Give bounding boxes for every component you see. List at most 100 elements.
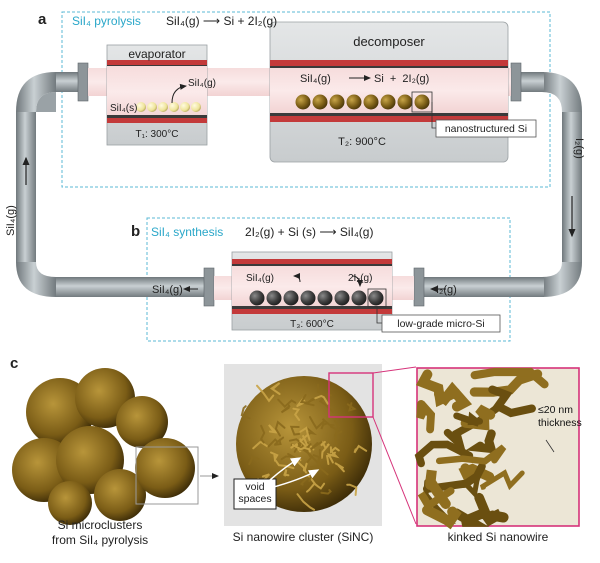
nanowire-strand: [320, 440, 327, 449]
nanowire-strand: [320, 489, 332, 495]
evaporator-solid: SiI₄(s): [110, 103, 137, 114]
nanowire-strand: [268, 424, 279, 434]
gas-loop-pipe: [16, 72, 582, 297]
kinked-nanowire-strand: [488, 385, 536, 418]
decomposer-reaction-right: Si + 2I₂(g): [374, 73, 429, 85]
nanowire-strand: [346, 402, 357, 412]
nanowire-strand: [292, 407, 301, 421]
panel-b-title: SiI₄ synthesis: [151, 225, 223, 239]
decomposer-reaction-left: SiI₄(g): [300, 73, 331, 85]
panel-a-equation: SiI₄(g) ⟶ Si + 2I₂(g): [166, 14, 277, 28]
kinked-nanowire-strand: [416, 399, 436, 434]
nanowire-strand: [299, 426, 311, 441]
si-microclusters-render: [12, 368, 195, 525]
nanowire-strand: [321, 418, 335, 427]
panel-letter-a: a: [38, 11, 47, 28]
caption-sinc: Si nanowire cluster (SiNC): [232, 530, 374, 544]
caption-microclusters: Si microclusters from SiI₄ pyrolysis: [51, 518, 149, 547]
nanowire-strand: [277, 398, 297, 408]
nanowire-strand: [291, 443, 311, 451]
synthesis-inlet-label: I₂(g): [436, 284, 457, 296]
synthesis-reaction-left: SiI₄(g): [246, 273, 274, 284]
nanowire-strand: [333, 419, 343, 437]
nanowire-strand: [280, 404, 291, 414]
synthesis-temperature: T₃: 600°C: [290, 319, 334, 330]
nanowire-strand: [299, 475, 309, 486]
nanowire-strand: [274, 420, 286, 437]
kinked-nanowire-strands: [414, 367, 549, 530]
pipe-label-right: I₂(g): [573, 138, 585, 159]
nanowire-strand: [256, 384, 275, 403]
nanowire-strand: [296, 493, 316, 511]
kinked-nanowire-strand: [453, 411, 484, 427]
kinked-nanowire-strand: [414, 440, 474, 468]
decomposer-temperature: T₂: 900°C: [338, 136, 386, 148]
nanowire-strand: [313, 482, 326, 490]
panel-letter-b: b: [131, 223, 140, 240]
nanowire-strand: [248, 455, 260, 466]
nanowire-strand: [274, 459, 295, 470]
panel-a-title: SiI₄ pyrolysis: [72, 14, 141, 28]
nanowire-strand: [306, 474, 316, 493]
flange: [203, 267, 215, 307]
kinked-nanowire-strand: [478, 508, 509, 527]
kinked-nanowire-strand: [459, 464, 484, 499]
void-spaces-label: void spaces: [238, 481, 272, 505]
zoom-box-1: [135, 446, 199, 505]
nanowire-strand: [308, 416, 325, 430]
flange: [413, 267, 425, 307]
nanowire-strand: [346, 483, 358, 496]
nanostructured-si-particles: [295, 94, 430, 110]
nanowire-strand: [320, 443, 330, 459]
nanowire-strand: [334, 462, 345, 473]
nanowire-strand: [314, 394, 329, 405]
caption-kinked-nanowire: kinked Si nanowire: [447, 530, 549, 544]
flange: [77, 62, 89, 102]
nanowire-strand: [289, 425, 301, 436]
nanowire-strand: [320, 422, 329, 430]
kinked-nanowire-strand: [470, 367, 549, 389]
nanowire-strand: [288, 438, 305, 451]
nanowire-strand: [274, 438, 282, 446]
thickness-marker: [545, 439, 555, 453]
nanowire-strand: [259, 424, 266, 444]
kinked-nanowire-strand: [417, 487, 455, 511]
evaporation-arrow: [171, 83, 187, 104]
nanowire-strand: [283, 469, 290, 477]
kinked-nanowire-strand: [479, 469, 525, 491]
panel-letter-c: c: [10, 355, 18, 372]
callout-low-grade-si-text: low-grade micro-Si: [397, 318, 485, 330]
kinked-nanowire-strand: [465, 429, 498, 454]
nanowire-strand: [353, 444, 368, 454]
evaporator-label: evaporator: [128, 47, 185, 61]
nanowire-strand: [240, 405, 251, 420]
nanowire-strand: [329, 446, 340, 454]
nanowire-strand: [302, 448, 320, 465]
evaporator-product: SiI₄(g): [188, 78, 216, 89]
panel-a-frame: [61, 11, 551, 188]
evaporator-temperature: T₁: 300°C: [136, 129, 179, 140]
nanowire-strand: [310, 441, 323, 451]
nanowire-strand: [299, 434, 308, 448]
synthesis-outlet-label: SiI₄(g): [152, 284, 183, 296]
kinked-nanowire-strand: [435, 444, 507, 465]
nanowire-strands: [240, 382, 368, 511]
nanowire-strand: [252, 441, 269, 450]
nanowire-strand: [312, 448, 322, 459]
panel-b-equation: 2I₂(g) + Si (s) ⟶ SiI₄(g): [245, 225, 373, 239]
nanowire-strand: [270, 451, 279, 463]
nanowire-strand: [326, 451, 340, 464]
micro-si-particles: [249, 290, 384, 306]
kinked-nanowire-strand: [422, 505, 462, 530]
nanowire-strand: [280, 453, 297, 461]
callout-low-grade-si: [381, 314, 501, 333]
zoom-box-2: [328, 372, 374, 418]
thickness-label: ≤20 nm thickness: [538, 404, 582, 429]
flange: [510, 62, 522, 102]
nanowire-strand: [316, 457, 324, 466]
nanowire-strand: [299, 394, 314, 404]
nanowire-strand: [317, 383, 332, 397]
pipe-label-left: SiI₄(g): [5, 205, 17, 236]
